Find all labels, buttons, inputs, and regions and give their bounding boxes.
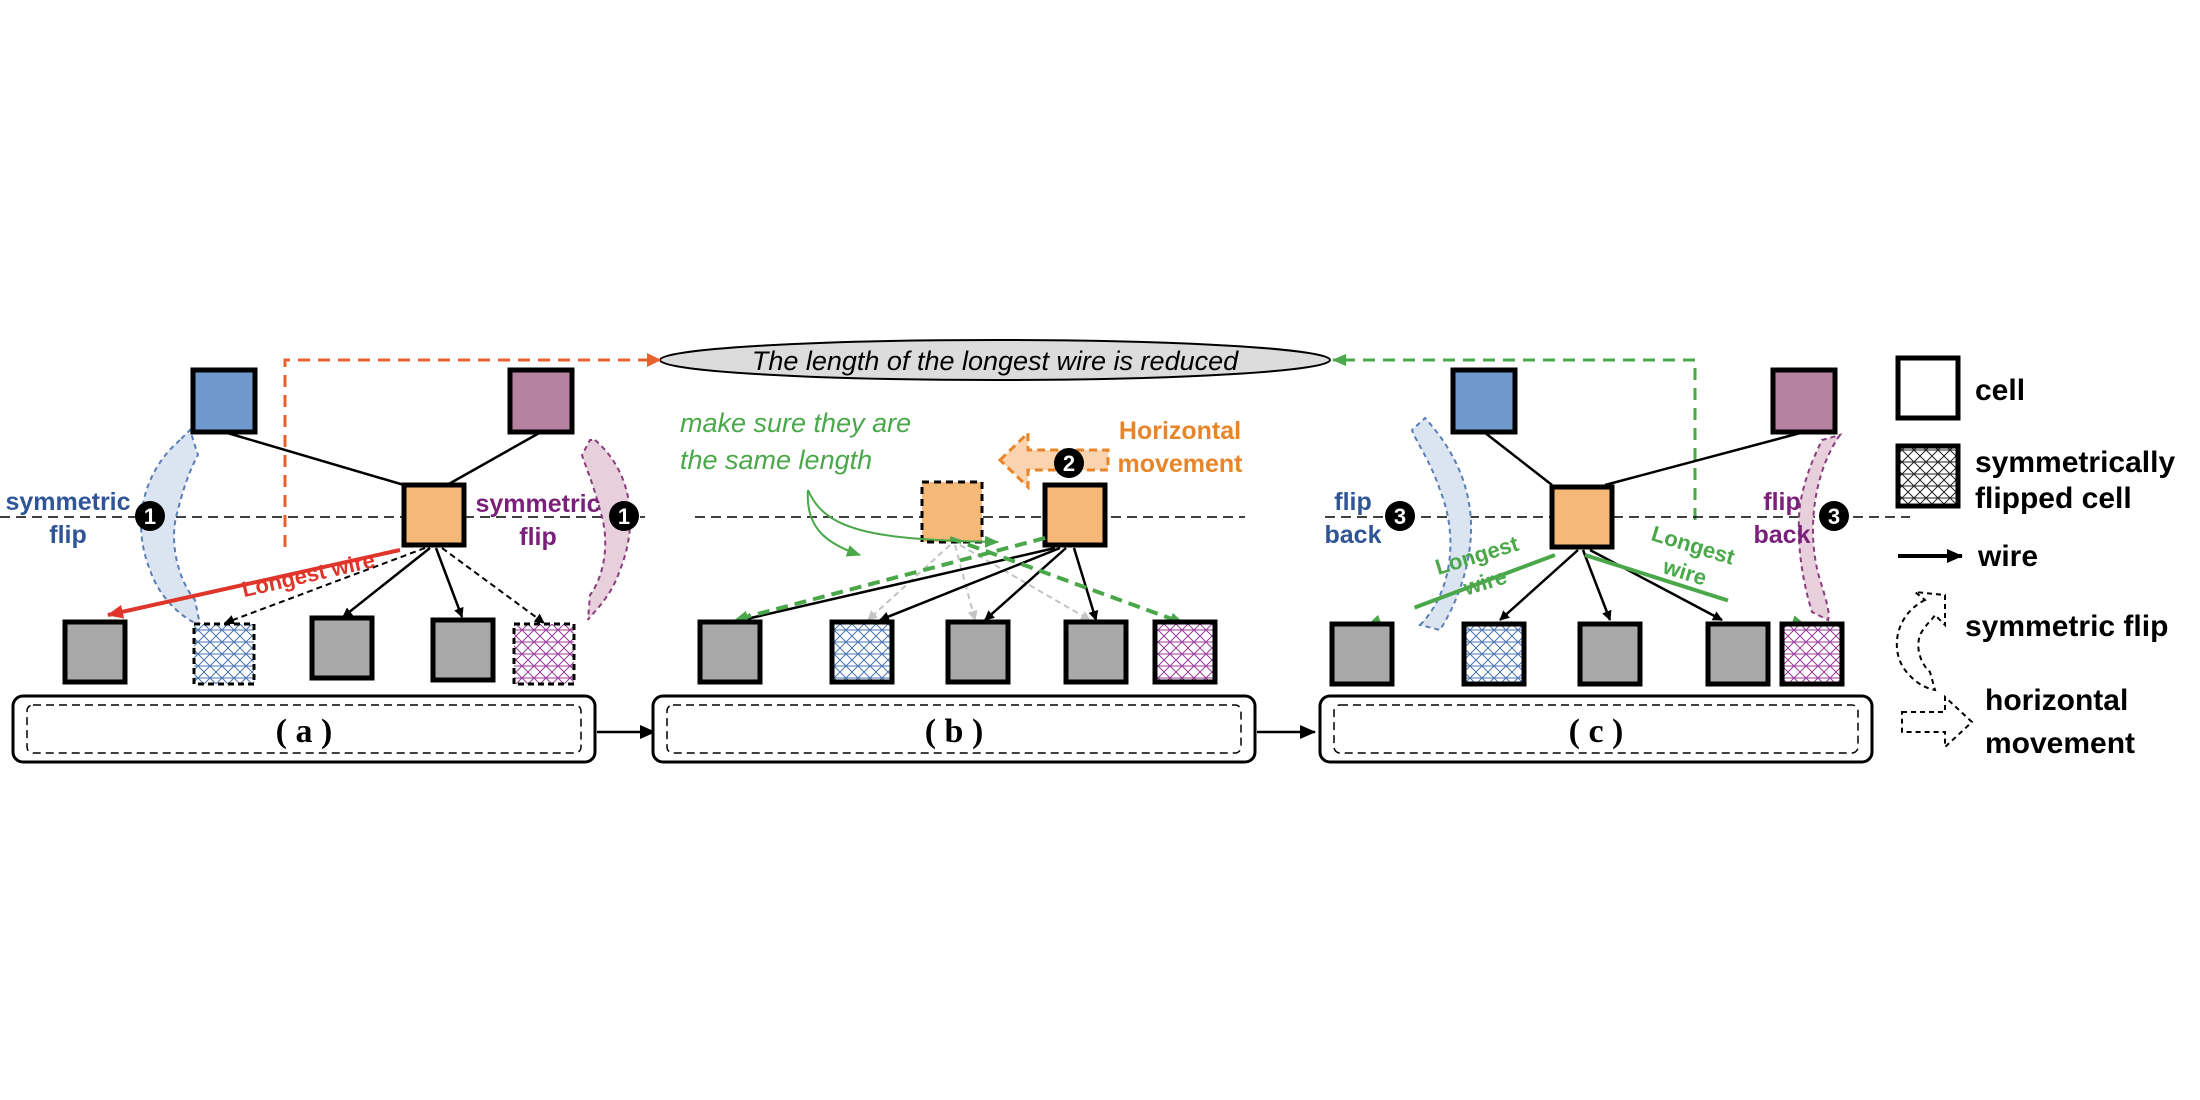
- equal-wire-left: [734, 536, 1046, 623]
- legend-cell-swatch: [1895, 355, 1961, 421]
- header-note: The length of the longest wire is reduce…: [659, 339, 1331, 381]
- ghost-cell: [920, 480, 984, 544]
- cell-center: [1549, 484, 1615, 550]
- svg-text:2: 2: [1063, 451, 1075, 476]
- cell-blue: [190, 367, 258, 435]
- longest-wire-right: [1584, 553, 1806, 627]
- horizontal-movement-arrow: [997, 429, 1110, 491]
- svg-text:Horizontal: Horizontal: [1119, 417, 1241, 445]
- svg-text:( c ): ( c ): [1569, 713, 1624, 750]
- cell-center: [401, 482, 467, 548]
- svg-text:Longest wire: Longest wire: [239, 547, 377, 602]
- svg-text:the same length: the same length: [680, 445, 872, 475]
- svg-text:cell: cell: [1975, 374, 2025, 407]
- svg-text:movement: movement: [1985, 727, 2135, 760]
- svg-text:flip: flip: [519, 523, 557, 551]
- svg-text:symmetric: symmetric: [5, 488, 130, 516]
- svg-text:symmetric flip: symmetric flip: [1965, 610, 2168, 643]
- svg-text:horizontal: horizontal: [1985, 684, 2128, 717]
- svg-text:1: 1: [144, 504, 156, 529]
- svg-text:1: 1: [618, 504, 630, 529]
- svg-text:back: back: [1754, 521, 1811, 549]
- svg-text:symmetrically: symmetrically: [1975, 446, 2175, 479]
- cell-purple: [1770, 367, 1838, 435]
- flip-back-arrow-right: [1797, 433, 1843, 622]
- legend-flipped-swatch: [1895, 443, 1961, 509]
- svg-text:wire: wire: [1977, 540, 2038, 573]
- svg-text:make sure they are: make sure they are: [680, 408, 911, 438]
- svg-text:( a ): ( a ): [276, 713, 333, 750]
- legend-flip-swatch: [1895, 590, 1946, 692]
- svg-text:The length of the longest wire: The length of the longest wire is reduce…: [752, 346, 1239, 376]
- panel-a: 1 1 symmetric flip symmetric flip Longes…: [0, 367, 645, 764]
- longest-wire: [107, 548, 401, 619]
- cell-center: [1042, 482, 1108, 548]
- svg-text:back: back: [1325, 521, 1382, 549]
- flip-back-arrow-left: [1410, 416, 1473, 632]
- panel-c: 3 3 flip back flip back Longest wire Lon…: [1318, 367, 1910, 764]
- svg-text:flipped cell: flipped cell: [1975, 482, 2132, 515]
- legend-move-swatch: [1901, 694, 1974, 750]
- reduce-link-a: [283, 353, 661, 547]
- longest-wire-left: [1367, 553, 1556, 627]
- svg-text:symmetric: symmetric: [475, 490, 600, 518]
- svg-text:flip: flip: [1334, 488, 1372, 516]
- legend: cell symmetrically flipped cell wire sym…: [1895, 355, 2175, 760]
- reduce-link-c: [1332, 354, 1697, 520]
- svg-text:movement: movement: [1117, 450, 1243, 478]
- equal-wire-right: [949, 536, 1184, 625]
- svg-text:flip: flip: [1763, 488, 1801, 516]
- cell-blue: [1450, 367, 1518, 435]
- panel-b: 2 make sure they are the same length Hor…: [651, 408, 1257, 764]
- svg-text:3: 3: [1828, 504, 1840, 529]
- svg-text:flip: flip: [49, 521, 87, 549]
- svg-text:3: 3: [1394, 504, 1406, 529]
- svg-text:( b ): ( b ): [925, 713, 984, 750]
- cell-purple: [507, 367, 575, 435]
